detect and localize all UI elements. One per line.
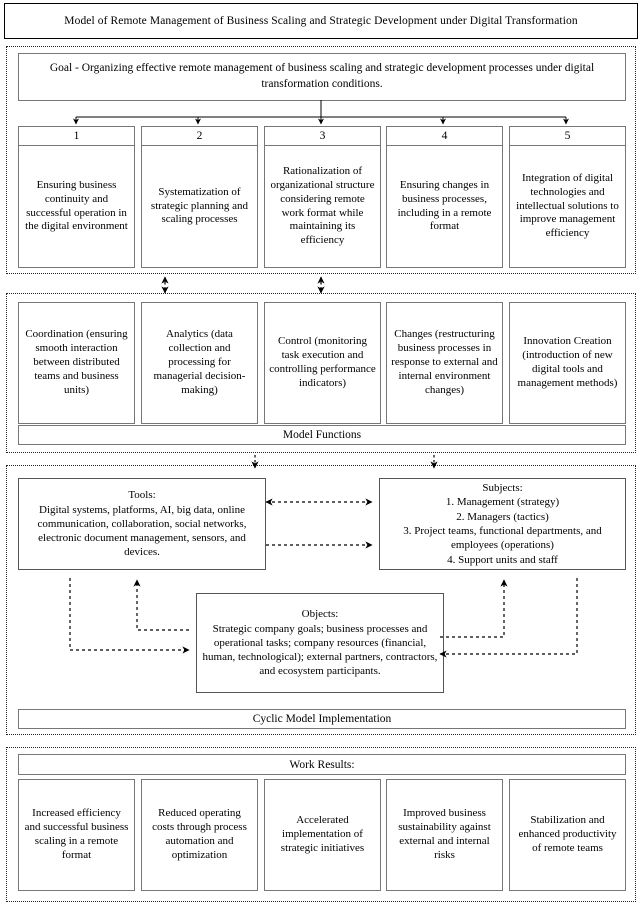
result-card-3: Accelerated implementation of strategic … <box>264 779 381 891</box>
work-results-label: Work Results: <box>18 754 626 775</box>
tools-box: Tools: Digital systems, platforms, AI, b… <box>18 478 266 570</box>
goal-section: Goal - Organizing effective remote manag… <box>6 46 636 274</box>
task-text: Ensuring changes in business processes, … <box>397 178 492 233</box>
task-number: 4 <box>387 127 502 146</box>
task-card-4: 4 Ensuring changes in business processes… <box>386 126 503 268</box>
task-number: 5 <box>510 127 625 146</box>
function-card-coordination: Coordination (ensuring smooth interactio… <box>18 302 135 424</box>
work-results-section: Work Results: Increased efficiency and s… <box>6 747 636 902</box>
task-text: Rationalization of organizational struct… <box>270 164 375 247</box>
objects-heading: Objects: <box>301 608 339 621</box>
goal-box: Goal - Organizing effective remote manag… <box>18 53 626 101</box>
cyclic-model-section: Tools: Digital systems, platforms, AI, b… <box>6 465 636 735</box>
model-functions-label: Model Functions <box>18 425 626 445</box>
model-functions-section: Coordination (ensuring smooth interactio… <box>6 293 636 453</box>
result-card-5: Stabilization and enhanced productivity … <box>509 779 626 891</box>
task-text: Systematization of strategic planning an… <box>150 185 249 226</box>
task-card-3: 3 Rationalization of organizational stru… <box>264 126 381 268</box>
result-card-1: Increased efficiency and successful busi… <box>18 779 135 891</box>
subjects-box: Subjects: 1. Management (strategy) 2. Ma… <box>379 478 626 570</box>
function-card-control: Control (monitoring task execution and c… <box>264 302 381 424</box>
cyclic-model-label: Cyclic Model Implementation <box>18 709 626 729</box>
result-card-2: Reduced operating costs through process … <box>141 779 258 891</box>
task-number: 3 <box>265 127 380 146</box>
task-text: Integration of digital technologies and … <box>516 171 619 240</box>
task-number: 2 <box>142 127 257 146</box>
function-card-changes: Changes (restructuring business processe… <box>386 302 503 424</box>
task-text: Ensuring business continuity and success… <box>25 178 128 233</box>
result-card-4: Improved business sustainability against… <box>386 779 503 891</box>
task-card-2: 2 Systematization of strategic planning … <box>141 126 258 268</box>
objects-body: Strategic company goals; business proces… <box>202 622 438 678</box>
diagram-title: Model of Remote Management of Business S… <box>4 3 638 39</box>
function-card-innovation: Innovation Creation (introduction of new… <box>509 302 626 424</box>
tools-heading: Tools: <box>128 489 156 502</box>
subjects-heading: Subjects: <box>482 482 523 495</box>
task-card-5: 5 Integration of digital technologies an… <box>509 126 626 268</box>
tools-body: Digital systems, platforms, AI, big data… <box>37 503 247 559</box>
task-number: 1 <box>19 127 134 146</box>
subjects-body: 1. Management (strategy) 2. Managers (ta… <box>403 496 602 566</box>
objects-box: Objects: Strategic company goals; busine… <box>196 593 444 693</box>
function-card-analytics: Analytics (data collection and processin… <box>141 302 258 424</box>
task-card-1: 1 Ensuring business continuity and succe… <box>18 126 135 268</box>
